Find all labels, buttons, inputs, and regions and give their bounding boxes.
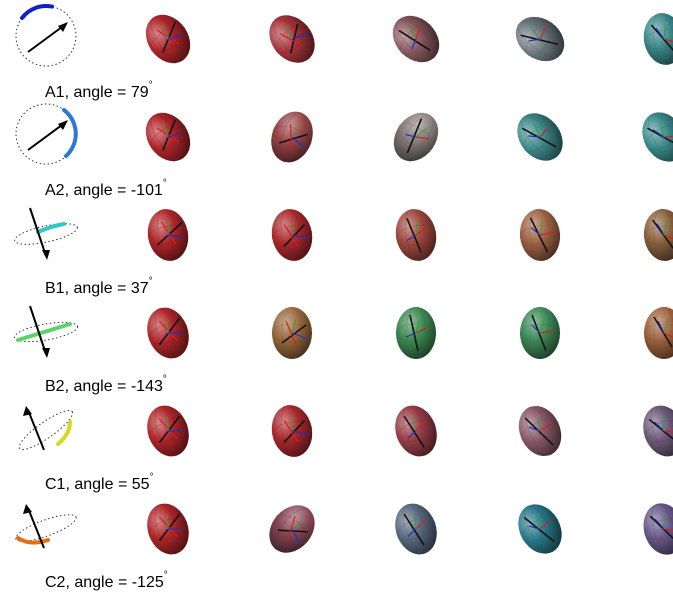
ellipsoid-a1-1: [145, 14, 191, 64]
tilted-ellipse-orbit-icon: [15, 504, 77, 549]
row-b1: B1, angle = 37°: [0, 196, 673, 297]
caption-text: C1, angle = 55: [45, 476, 150, 493]
degree-symbol: °: [148, 80, 153, 91]
tilted-ellipse-orbit-icon: [14, 207, 78, 260]
degree-symbol: °: [162, 374, 167, 385]
ellipsoid-b2-3: [395, 306, 437, 360]
row-a2: A2, angle = -101°: [0, 98, 673, 199]
row-caption: C2, angle = -125°: [45, 570, 168, 592]
ellipsoid-a2-3: [393, 112, 439, 162]
ellipsoid-b1-3: [395, 209, 437, 261]
row-caption: B1, angle = 37°: [45, 276, 153, 298]
row-caption: A2, angle = -101°: [45, 178, 167, 200]
circle-orbit-arrow-icon: [15, 103, 78, 165]
degree-symbol: °: [162, 178, 167, 189]
caption-text: A2, angle = -101: [45, 182, 163, 199]
ellipsoid-b2-4: [519, 306, 561, 360]
ellipsoid-b2-5: [643, 306, 673, 360]
ellipsoid-a2-4: [517, 113, 563, 161]
ellipsoid-a1-5: [643, 13, 673, 65]
ellipsoid-a2-2: [271, 111, 313, 163]
ellipsoid-c1-3: [395, 405, 437, 457]
caption-text: B2, angle = -143: [45, 378, 163, 395]
caption-text: B1, angle = 37: [45, 280, 149, 297]
ellipsoid-b1-1: [147, 209, 189, 261]
row-c1: C1, angle = 55°: [0, 392, 673, 493]
row-caption: B2, angle = -143°: [45, 374, 167, 396]
ellipsoid-c2-3: [395, 503, 437, 555]
row-c2: C2, angle = -125°: [0, 490, 673, 591]
ellipsoid-c2-4: [518, 504, 562, 554]
ellipsoid-c2-2: [269, 505, 315, 553]
degree-symbol: °: [163, 570, 168, 581]
caption-text: C2, angle = -125: [45, 574, 164, 591]
ellipsoid-a1-3: [392, 15, 440, 63]
ellipsoid-c1-2: [271, 405, 313, 457]
circle-orbit-arrow-icon: [15, 4, 77, 67]
degree-symbol: °: [149, 472, 154, 483]
ellipsoid-b1-2: [271, 209, 313, 261]
row-caption: A1, angle = 79°: [45, 80, 153, 102]
ellipsoid-b2-1: [147, 307, 189, 359]
row-a1: A1, angle = 79°: [0, 0, 673, 101]
ellipsoid-a2-1: [145, 112, 191, 162]
degree-symbol: °: [148, 276, 153, 287]
ellipsoid-c1-1: [147, 405, 189, 457]
ellipsoid-b1-4: [519, 208, 561, 262]
ellipsoid-b1-5: [643, 208, 673, 262]
row-caption: C1, angle = 55°: [45, 472, 154, 494]
ellipsoid-c1-5: [643, 405, 673, 457]
ellipsoid-c2-5: [643, 503, 673, 555]
ellipsoid-c2-1: [147, 503, 189, 555]
tilted-ellipse-orbit-icon: [13, 305, 79, 358]
ellipsoid-a1-2: [269, 15, 315, 63]
ellipsoid-a1-4: [515, 16, 565, 62]
ellipsoid-c1-4: [518, 405, 562, 457]
ellipsoid-b2-2: [271, 306, 313, 360]
ellipsoid-a2-5: [642, 112, 673, 162]
caption-text: A1, angle = 79: [45, 84, 149, 101]
row-b2: B2, angle = -143°: [0, 294, 673, 395]
tilted-ellipse-orbit-icon: [18, 406, 74, 451]
